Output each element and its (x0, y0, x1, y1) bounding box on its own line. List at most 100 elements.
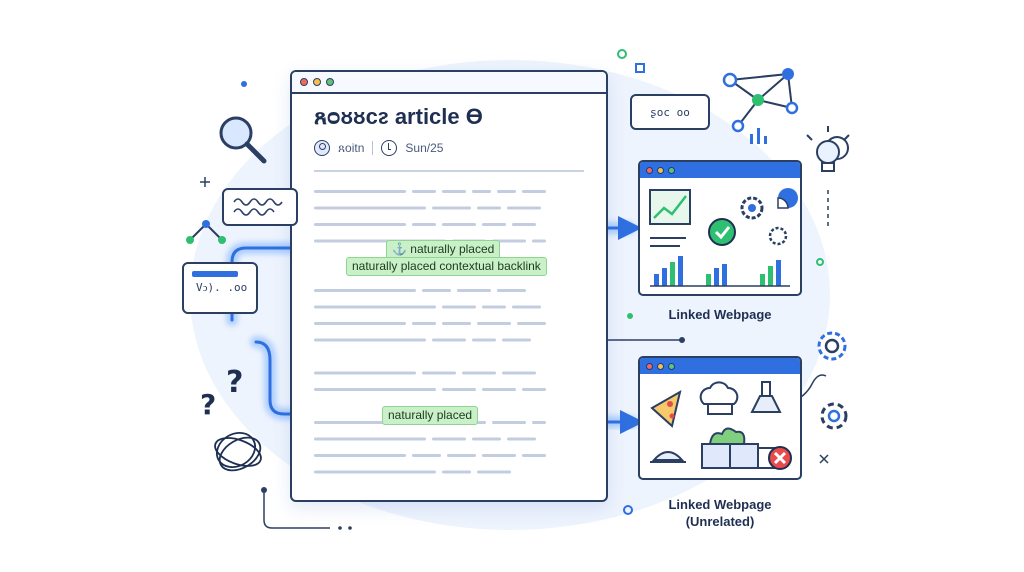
text-line (422, 289, 451, 292)
text-line (412, 322, 436, 325)
text-line (314, 388, 436, 391)
article-window: ጸᴑᴕᴕᴄᴤ article ϴ ጸoitn Sun/25 (290, 70, 608, 502)
pizza-icon (650, 389, 682, 428)
text-line (522, 388, 546, 391)
text-line (442, 223, 476, 226)
anchor-chip-bottom[interactable]: naturally placed (382, 406, 479, 425)
maximize-dot[interactable] (326, 78, 334, 86)
article-body (314, 190, 546, 474)
close-dot (646, 166, 653, 174)
text-line (482, 305, 506, 309)
text-line (432, 338, 466, 342)
gear-icon (820, 402, 848, 430)
text-line (314, 338, 426, 342)
tangle-icon (214, 432, 262, 472)
text-line (482, 388, 516, 391)
text-line (512, 223, 536, 226)
scribble-text (233, 198, 283, 216)
text-line (532, 239, 546, 243)
article-title: ጸᴑᴕᴕᴄᴤ article ϴ (314, 104, 483, 129)
mini-network-icon (186, 220, 226, 244)
text-line (447, 454, 476, 457)
linked-webpage-related[interactable] (638, 160, 802, 296)
article-meta: ጸoitn Sun/25 (314, 140, 443, 156)
maximize-dot (668, 362, 675, 370)
text-line (497, 289, 526, 292)
linked-webpage-unrelated[interactable] (638, 356, 802, 480)
text-line (314, 454, 406, 457)
anchor-chip-top-long[interactable]: naturally placed contextual backlink (346, 257, 547, 276)
linked-webpage-label: Linked Webpage (668, 307, 772, 322)
text-line (497, 190, 516, 193)
text-line (314, 305, 436, 309)
text-line (442, 388, 476, 391)
text-line (432, 206, 471, 210)
text-line (472, 437, 501, 441)
text-line (482, 223, 506, 226)
bubble-top-right-text: ʂoc oo (650, 105, 690, 119)
text-line (477, 206, 501, 210)
bubble-highlight-bar (192, 271, 238, 277)
page-titlebar (640, 358, 800, 374)
text-line (412, 454, 441, 457)
text-line (507, 437, 536, 441)
text-line (482, 454, 516, 457)
unrelated-label-line1: Linked Webpage (668, 497, 772, 512)
article-date: Sun/25 (405, 141, 444, 155)
range-hood-icon (750, 381, 782, 413)
close-icon (768, 446, 792, 470)
text-line (517, 322, 546, 325)
minimize-dot (657, 362, 664, 370)
text-line (522, 454, 546, 457)
text-line (314, 371, 416, 375)
article-titlebar (292, 72, 606, 94)
left-connector (263, 490, 330, 529)
meta-divider-line (314, 170, 584, 172)
lightbulb-icon (806, 126, 850, 172)
text-line (314, 289, 416, 292)
clock-icon (381, 140, 398, 156)
text-line (314, 206, 426, 210)
text-line (432, 437, 466, 441)
text-line (457, 289, 491, 292)
check-icon (708, 218, 736, 246)
meta-divider (372, 141, 374, 155)
text-line (502, 338, 531, 342)
article-author: ጸoitn (338, 140, 365, 155)
avatar (314, 140, 330, 156)
text-line (314, 223, 406, 226)
text-line (532, 421, 546, 424)
minimize-dot (657, 166, 664, 174)
svg-text:?: ? (226, 365, 243, 400)
text-line (507, 206, 541, 210)
chat-bubble-top-left (222, 188, 298, 226)
text-line (314, 322, 406, 325)
page-titlebar (640, 162, 800, 178)
text-line (412, 190, 436, 193)
text-line (314, 190, 406, 193)
linked-webpage-unrelated-label: Linked Webpage (Unrelated) (640, 496, 800, 530)
chat-bubble-top-right: ʂoc oo (630, 94, 710, 130)
text-line (477, 470, 511, 474)
text-line (477, 322, 511, 325)
text-line (512, 305, 541, 309)
text-line (442, 190, 466, 193)
magnifier-icon (219, 116, 267, 164)
question-mark-icon: ? ? (200, 365, 243, 421)
close-dot (646, 362, 653, 370)
text-line (462, 371, 496, 375)
svg-text:?: ? (200, 388, 216, 421)
text-line (442, 470, 471, 474)
network-graph-icon (722, 68, 799, 144)
kitchen-illustration (650, 381, 792, 470)
text-line (314, 437, 426, 441)
minimize-dot[interactable] (313, 78, 321, 86)
text-line (492, 421, 526, 424)
bubble-left-text: Vↄ). .oo (196, 281, 248, 294)
text-line (472, 338, 496, 342)
dashboard-illustration (649, 188, 798, 287)
text-line (442, 322, 471, 325)
text-line (412, 223, 436, 226)
close-dot[interactable] (300, 78, 308, 86)
